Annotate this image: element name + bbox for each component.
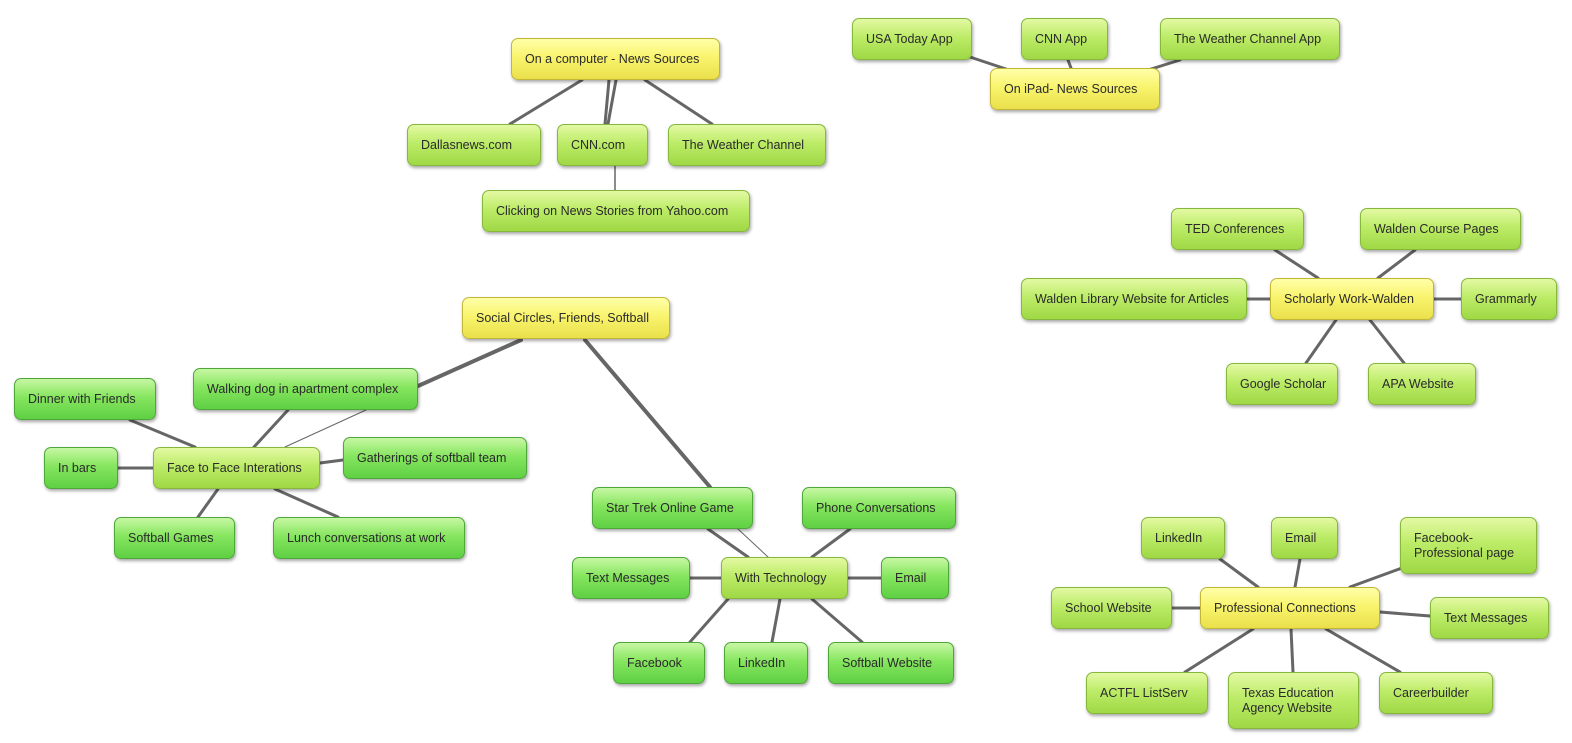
connector-line	[706, 527, 750, 559]
connector-line	[737, 528, 769, 558]
connector-line	[770, 597, 782, 644]
node-texas-education-agency[interactable]: Texas Education Agency Website	[1228, 672, 1359, 729]
node-professional-connections[interactable]: Professional Connections	[1200, 587, 1380, 629]
node-cnn-com[interactable]: CNN.com	[557, 124, 648, 166]
node-school-website[interactable]: School Website	[1051, 587, 1172, 629]
node-weather-channel-app[interactable]: The Weather Channel App	[1160, 18, 1340, 60]
connector-line	[508, 78, 584, 126]
connector-line	[1368, 318, 1406, 365]
node-ted-conferences[interactable]: TED Conferences	[1171, 208, 1304, 250]
node-phone-conversations[interactable]: Phone Conversations	[802, 487, 956, 529]
node-google-scholar[interactable]: Google Scholar	[1226, 363, 1338, 405]
connector-line	[1376, 248, 1417, 280]
node-text-messages[interactable]: Text Messages	[572, 557, 690, 599]
node-dinner-with-friends[interactable]: Dinner with Friends	[14, 378, 156, 420]
connector-line	[810, 597, 864, 644]
connector-line	[196, 487, 220, 519]
node-actfl-listserv[interactable]: ACTFL ListServ	[1086, 672, 1208, 714]
node-ipad-news-sources[interactable]: On iPad- News Sources	[990, 68, 1160, 110]
connector-line	[1066, 58, 1073, 70]
node-softball-games[interactable]: Softball Games	[114, 517, 235, 559]
connector-line	[273, 487, 340, 519]
node-cnn-app[interactable]: CNN App	[1021, 18, 1108, 60]
connector-line	[1273, 248, 1320, 280]
node-walden-course-pages[interactable]: Walden Course Pages	[1360, 208, 1521, 250]
node-apa-website[interactable]: APA Website	[1368, 363, 1476, 405]
node-face-to-face[interactable]: Face to Face Interations	[153, 447, 320, 489]
node-usa-today-app[interactable]: USA Today App	[852, 18, 972, 60]
connector-line	[810, 527, 852, 559]
node-dallasnews[interactable]: Dallasnews.com	[407, 124, 541, 166]
node-computer-news-sources[interactable]: On a computer - News Sources	[511, 38, 720, 80]
node-the-weather-channel[interactable]: The Weather Channel	[668, 124, 826, 166]
connector-line	[284, 409, 367, 448]
node-star-trek-online-game[interactable]: Star Trek Online Game	[592, 487, 753, 529]
connector-line	[1304, 318, 1338, 365]
connector-line	[643, 78, 714, 126]
node-social-circles[interactable]: Social Circles, Friends, Softball	[462, 297, 670, 339]
node-grammarly[interactable]: Grammarly	[1461, 278, 1557, 320]
node-pro-linkedin[interactable]: LinkedIn	[1141, 517, 1225, 559]
node-gatherings-softball-team[interactable]: Gatherings of softball team	[343, 437, 527, 479]
node-in-bars[interactable]: In bars	[44, 447, 118, 489]
node-with-technology[interactable]: With Technology	[721, 557, 848, 599]
connector-line	[252, 408, 290, 449]
node-linkedin[interactable]: LinkedIn	[724, 642, 808, 684]
connector-line	[1289, 627, 1295, 674]
node-walking-dog[interactable]: Walking dog in apartment complex	[193, 368, 418, 410]
connector-line	[688, 597, 730, 644]
node-careerbuilder[interactable]: Careerbuilder	[1379, 672, 1493, 714]
node-scholarly-work-walden[interactable]: Scholarly Work-Walden	[1270, 278, 1434, 320]
connector-line	[128, 418, 197, 449]
node-softball-website[interactable]: Softball Website	[828, 642, 954, 684]
connector-line	[603, 78, 611, 126]
connector-line	[318, 458, 345, 465]
connector-line	[416, 338, 523, 388]
node-walden-library-website[interactable]: Walden Library Website for Articles	[1021, 278, 1247, 320]
node-facebook[interactable]: Facebook	[613, 642, 705, 684]
node-facebook-professional-page[interactable]: Facebook-Professional page	[1400, 517, 1537, 574]
connector-line	[1378, 610, 1432, 618]
connector-line	[1183, 627, 1255, 674]
connector-line	[1324, 627, 1402, 674]
node-pro-email[interactable]: Email	[1271, 517, 1338, 559]
node-pro-text-messages[interactable]: Text Messages	[1430, 597, 1549, 639]
connector-line	[1348, 566, 1404, 589]
node-email[interactable]: Email	[881, 557, 949, 599]
node-yahoo-news-stories[interactable]: Clicking on News Stories from Yahoo.com	[482, 190, 750, 232]
node-lunch-conversations[interactable]: Lunch conversations at work	[273, 517, 465, 559]
connector-line	[606, 78, 618, 126]
connector-line	[583, 338, 712, 489]
connector-line	[1218, 557, 1260, 589]
connector-line	[1293, 557, 1302, 589]
connector-line	[968, 55, 1008, 71]
